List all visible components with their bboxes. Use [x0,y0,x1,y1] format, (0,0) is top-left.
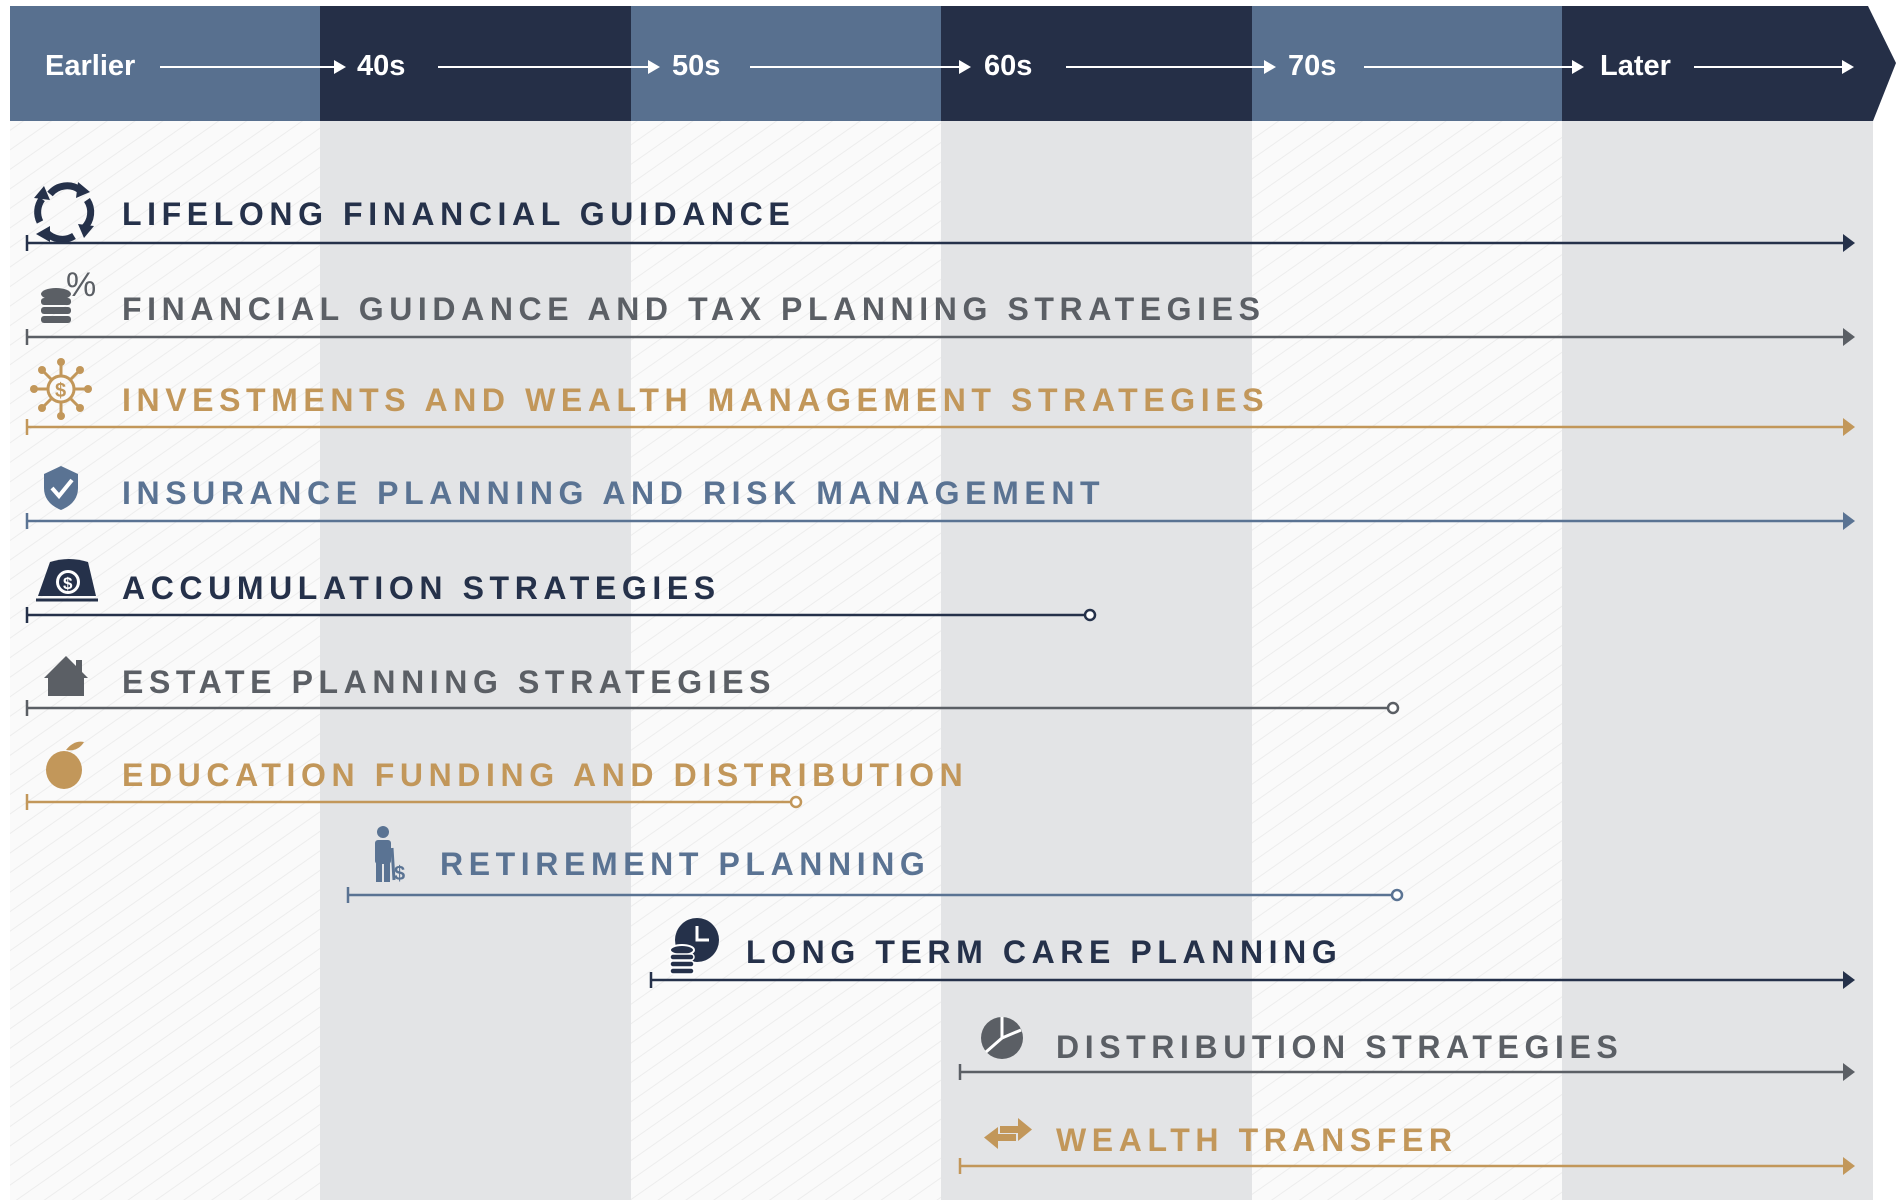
coins-percent-icon: % [41,266,96,323]
svg-text:$: $ [394,863,405,885]
svg-text:$: $ [55,380,66,402]
row-end-circle [789,795,803,809]
row-label: LONG TERM CARE PLANNING [746,934,1342,970]
timeline-row-wealth-transfer: WEALTH TRANSFER [958,1118,1855,1175]
house-icon [44,656,88,696]
row-label: EDUCATION FUNDING AND DISTRIBUTION [122,757,968,793]
row-label: ACCUMULATION STRATEGIES [122,570,721,606]
row-end-arrow [1843,971,1855,989]
clock-coins-icon [669,918,719,975]
header-label-50s: 50s [672,50,720,82]
transfer-arrows-icon [984,1118,1032,1149]
row-label: ESTATE PLANNING STRATEGIES [122,664,776,700]
timeline-row-lifelong-guidance: LIFELONG FINANCIAL GUIDANCE [25,182,1855,252]
dollar-stack-icon: $ [36,559,98,602]
row-label: FINANCIAL GUIDANCE AND TAX PLANNING STRA… [122,291,1266,327]
pie-chart-icon [981,1017,1023,1059]
row-label: RETIREMENT PLANNING [440,846,930,882]
row-end-arrow [1843,1157,1855,1175]
header-label-60s: 60s [984,50,1032,82]
row-end-arrow [1843,234,1855,252]
timeline-row-investments: $ INVESTMENTS AND WEALTH MANAGEMENT STRA… [25,358,1855,436]
column-backgrounds [10,120,1873,1200]
row-end-arrow [1843,418,1855,436]
row-end-arrow [1843,512,1855,530]
row-label: LIFELONG FINANCIAL GUIDANCE [122,196,795,232]
retiree-cane-icon: $ [375,826,405,885]
timeline-row-insurance: INSURANCE PLANNING AND RISK MANAGEMENT [25,466,1855,530]
apple-icon [46,741,84,789]
row-label: INVESTMENTS AND WEALTH MANAGEMENT STRATE… [122,382,1269,418]
header-label-later: Later [1600,50,1671,82]
svg-text:%: % [66,266,96,304]
row-label: DISTRIBUTION STRATEGIES [1056,1029,1623,1065]
timeline-row-education: EDUCATION FUNDING AND DISTRIBUTION [25,741,968,810]
row-end-arrow [1843,328,1855,346]
row-end-circle [1386,701,1400,715]
row-label: WEALTH TRANSFER [1056,1122,1458,1158]
timeline-row-retirement: $ RETIREMENT PLANNING [346,826,1404,903]
timeline-row-distribution: DISTRIBUTION STRATEGIES [958,1017,1855,1081]
header-label-40s: 40s [357,50,405,82]
timeline-row-tax-planning: % FINANCIAL GUIDANCE AND TAX PLANNING ST… [25,266,1855,346]
timeline-row-accumulation: $ ACCUMULATION STRATEGIES [25,559,1097,623]
row-end-circle [1083,608,1097,622]
header-label-70s: 70s [1288,50,1336,82]
cycle-arrows-icon [34,182,95,243]
row-end-circle [1390,888,1404,902]
dollar-network-icon: $ [30,358,92,420]
timeline-row-estate: ESTATE PLANNING STRATEGIES [25,656,1400,716]
header-label-earlier: Earlier [45,50,135,82]
row-label: INSURANCE PLANNING AND RISK MANAGEMENT [122,475,1105,511]
timeline-header: Earlier 40s 50s 60s 70s Later [10,6,1896,121]
timeline-row-long-term-care: LONG TERM CARE PLANNING [649,918,1855,989]
row-end-arrow [1843,1063,1855,1081]
svg-text:$: $ [63,574,73,593]
shield-check-icon [44,466,78,510]
